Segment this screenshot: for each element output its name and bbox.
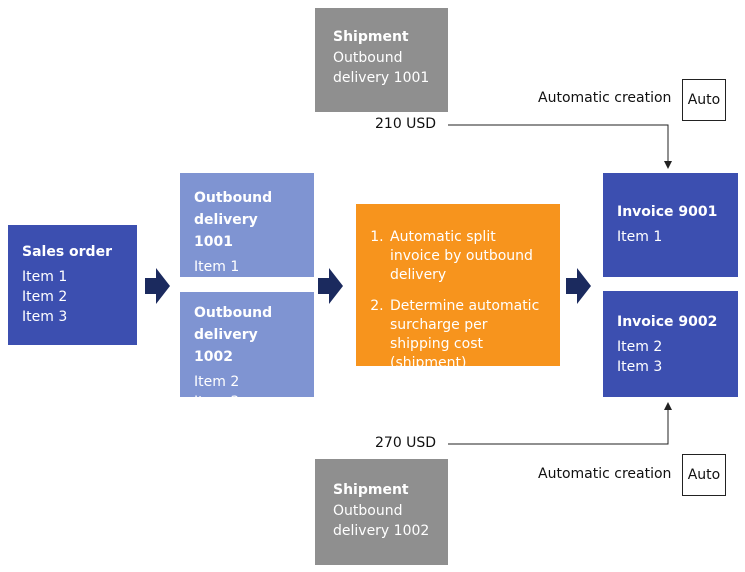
invoice-9001-box: Invoice 9001 Item 1 (603, 173, 738, 277)
auto-badge-bottom: Auto (682, 454, 726, 496)
sales-order-item: Item 2 (22, 289, 68, 305)
shipment-cost-1: 210 USD (375, 116, 437, 132)
invoice-title: Invoice 9002 (617, 314, 718, 330)
delivery-title-line2: delivery 1002 (194, 327, 258, 365)
flow-arrow-1 (145, 268, 170, 304)
delivery-title-line2: delivery 1001 (194, 212, 258, 250)
delivery-title-line1: Outbound (194, 305, 273, 321)
process-box: Automatic split invoice by outbound deli… (356, 204, 560, 371)
shipment-title: Shipment (333, 29, 409, 45)
process-steps: Automatic split invoice by outbound deli… (370, 228, 548, 373)
auto-badge-top: Auto (682, 79, 726, 121)
shipment-delivery-line2: delivery 1001 (333, 70, 430, 86)
delivery-item: Item 2 (194, 374, 240, 390)
invoice-title: Invoice 9001 (617, 204, 718, 220)
flow-arrow-3 (566, 268, 591, 304)
outbound-delivery-1002-box: Outbound delivery 1002 Item 2 Item 3 (180, 292, 314, 410)
shipment-box-1001: Shipment Outbound delivery 1001 (315, 8, 448, 112)
invoice-item: Item 3 (617, 359, 663, 375)
shipment-1-connector (448, 124, 669, 162)
outbound-delivery-1001-box: Outbound delivery 1001 Item 1 (180, 173, 314, 277)
shipment-1-arrowhead (664, 161, 672, 169)
shipment-delivery-line1: Outbound (333, 503, 403, 519)
delivery-title-line1: Outbound (194, 190, 273, 206)
sales-order-item: Item 1 (22, 269, 68, 285)
process-step-2: Determine automatic surcharge per shippi… (388, 297, 548, 373)
sales-order-item: Item 3 (22, 309, 68, 325)
sales-order-box: Sales order Item 1 Item 2 Item 3 (8, 225, 137, 345)
shipment-2-arrowhead (664, 402, 672, 410)
automatic-creation-label-bottom: Automatic creation (538, 466, 672, 482)
flow-arrow-2 (318, 268, 343, 304)
automatic-creation-label-top: Automatic creation (538, 90, 672, 106)
shipment-box-1002: Shipment Outbound delivery 1002 (315, 459, 448, 565)
shipment-title: Shipment (333, 482, 409, 498)
shipment-delivery-line2: delivery 1002 (333, 523, 430, 539)
invoice-item: Item 2 (617, 339, 663, 355)
shipment-2-connector (448, 410, 669, 445)
shipment-delivery-line1: Outbound (333, 50, 403, 66)
sales-order-title: Sales order (22, 244, 112, 260)
invoice-9002-box: Invoice 9002 Item 2 Item 3 (603, 291, 738, 397)
process-step-1: Automatic split invoice by outbound deli… (388, 228, 548, 285)
shipment-cost-2: 270 USD (375, 435, 437, 451)
delivery-item: Item 3 (194, 394, 240, 410)
invoice-item: Item 1 (617, 229, 663, 245)
delivery-item: Item 1 (194, 259, 240, 275)
